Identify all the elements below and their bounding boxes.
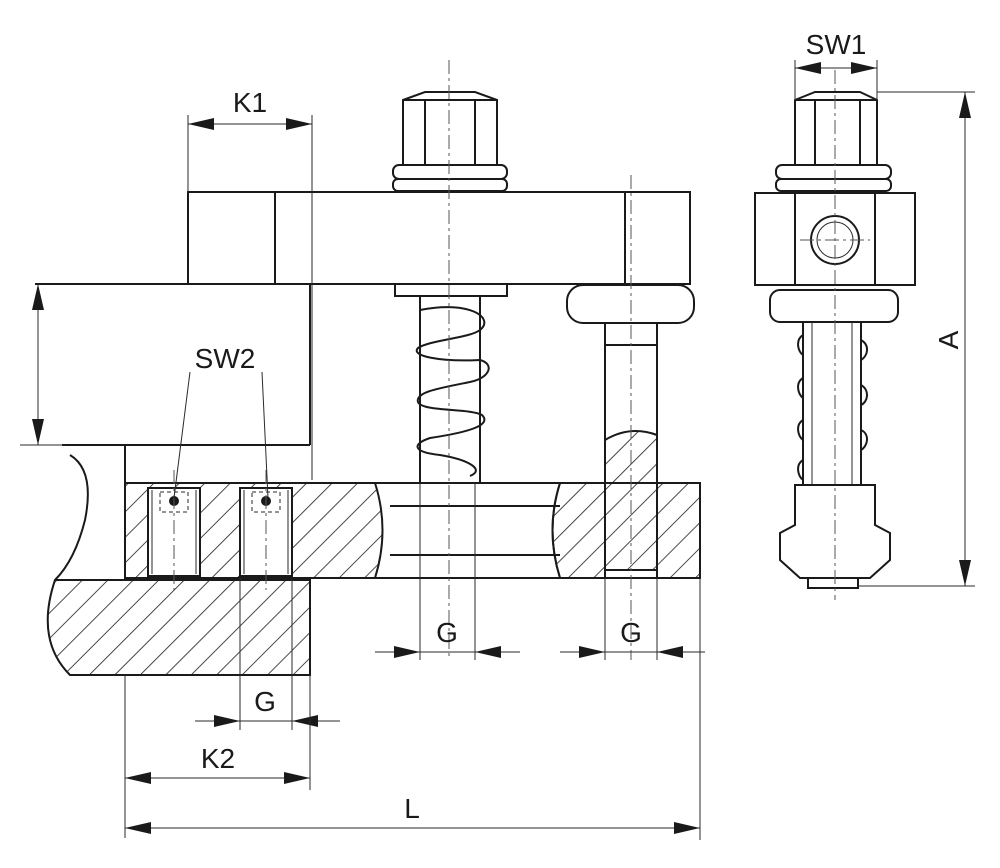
sw2-label: SW2 [195, 343, 256, 374]
dimension-k1: K1 [187, 87, 313, 480]
l-label: L [404, 793, 420, 824]
dimension-clamping-height [20, 284, 65, 446]
sw1-label: SW1 [806, 29, 867, 60]
center-bolt [392, 91, 508, 484]
dimension-g-bolt: G [375, 483, 520, 660]
dimension-k2: K2 [124, 675, 311, 838]
dimension-g-screw: G [560, 578, 705, 660]
dimension-g-slot: G [195, 578, 340, 730]
dimension-l: L [125, 578, 701, 840]
dimension-sw2: SW2 [173, 343, 269, 499]
a-label: A [933, 330, 964, 349]
k1-label: K1 [233, 87, 267, 118]
dimension-a: A [858, 91, 975, 587]
dimension-sw1: SW1 [794, 29, 878, 100]
g-label-screw: G [620, 617, 642, 648]
k2-label: K2 [201, 743, 235, 774]
side-view [754, 70, 916, 600]
g-label-bolt: G [436, 617, 458, 648]
g-label-slot: G [254, 686, 276, 717]
